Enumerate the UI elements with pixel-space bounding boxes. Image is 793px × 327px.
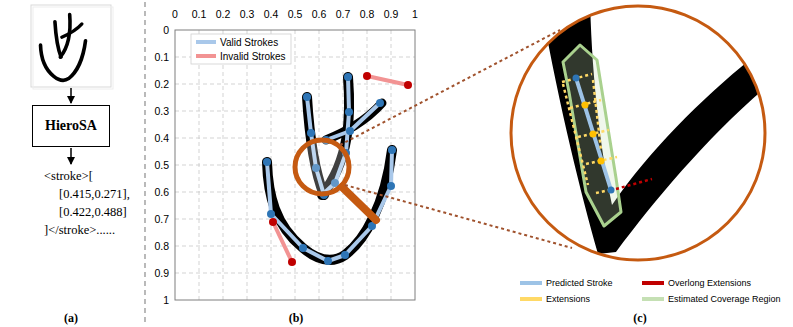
- axis-tick: 0.3: [154, 105, 169, 117]
- output-text: [0.422,0.488]: [59, 205, 127, 220]
- model-box: HieroSA: [32, 105, 110, 147]
- axis-tick: 0.2: [154, 78, 169, 90]
- legend-box: [191, 34, 291, 64]
- flow-arrow: [70, 148, 72, 164]
- panel-separator: [144, 2, 145, 325]
- axis-tick: 0.5: [288, 8, 303, 20]
- axis-tick: 0: [172, 8, 178, 20]
- axis-tick: 0.1: [154, 51, 169, 63]
- output-text: <stroke>[: [44, 169, 93, 184]
- zoom-circle: [511, 6, 765, 260]
- legend-text: Estimated Coverage Region: [668, 294, 781, 304]
- legend-swatch: [196, 54, 216, 58]
- legend-text: Invalid Strokes: [220, 51, 286, 62]
- legend-swatch: [642, 281, 664, 285]
- axis-tick: 0: [163, 24, 169, 36]
- legend-text: Predicted Stroke: [546, 278, 613, 288]
- axis-tick: 0.8: [154, 240, 169, 252]
- grid-lines: [175, 30, 415, 300]
- axis-tick: 0.4: [154, 132, 169, 144]
- zoom-content: [540, 0, 765, 254]
- invalid-points: [269, 72, 412, 266]
- panel-label: (a): [64, 311, 78, 326]
- axis-tick: 1: [163, 294, 169, 306]
- axis-tick: 0.1: [192, 8, 207, 20]
- axis-tick: 0.9: [384, 8, 399, 20]
- legend-text: Extensions: [546, 294, 590, 304]
- legend-text: Overlong Extensions: [668, 278, 751, 288]
- legend-swatch: [520, 281, 542, 285]
- panel-label: (b): [289, 311, 304, 326]
- invalid-strokes: [273, 76, 408, 262]
- legend-swatch: [642, 297, 664, 301]
- axis-tick: 1: [412, 8, 418, 20]
- legend-text: Valid Strokes: [220, 37, 278, 48]
- axis-tick: 0.7: [154, 213, 169, 225]
- output-text: [0.415,0.271],: [59, 187, 130, 202]
- model-name: HieroSA: [45, 118, 97, 134]
- axis-tick: 0.4: [264, 8, 279, 20]
- legend-swatch: [196, 40, 216, 44]
- axis-tick: 0.2: [216, 8, 231, 20]
- axis-tick: 0.6: [154, 186, 169, 198]
- output-text: ]</stroke>......: [44, 223, 115, 238]
- axis-tick: 0.3: [240, 8, 255, 20]
- glyph-image: [41, 15, 86, 81]
- panel-label: (c): [633, 311, 646, 326]
- axis-tick: 0.9: [154, 267, 169, 279]
- flow-arrow: [70, 88, 72, 103]
- stroke-points: [263, 73, 396, 265]
- legend-swatch: [520, 297, 542, 301]
- axis-tick: 0.7: [336, 8, 351, 20]
- valid-strokes: [267, 77, 392, 261]
- image-shadow: [33, 7, 113, 89]
- axis-tick: 0.8: [360, 8, 375, 20]
- image-frame: [31, 5, 111, 87]
- plot-frame: [175, 30, 415, 300]
- axis-tick: 0.6: [312, 8, 327, 20]
- axis-tick: 0.5: [154, 159, 169, 171]
